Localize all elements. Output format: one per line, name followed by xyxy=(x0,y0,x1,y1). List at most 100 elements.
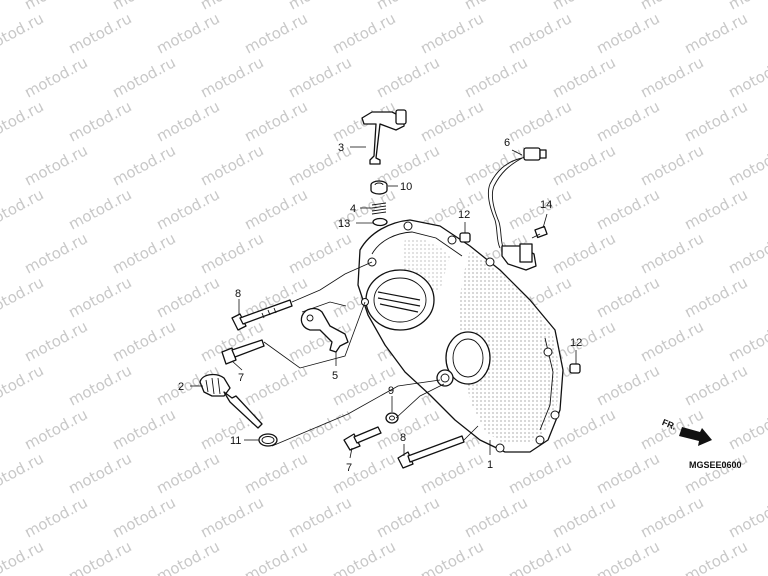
flange-bolt-icon xyxy=(343,426,382,451)
watermark-text: motod.ru xyxy=(109,53,178,101)
watermark-text: motod.ru xyxy=(329,537,398,576)
watermark-text: motod.ru xyxy=(109,141,178,189)
shift-arm-icon xyxy=(361,109,407,165)
watermark-text: motod.ru xyxy=(725,229,768,277)
callout-4: 4 xyxy=(350,203,356,215)
watermark-text: motod.ru xyxy=(681,537,750,576)
watermark-text: motod.ru xyxy=(417,97,486,145)
watermark-text: motod.ru xyxy=(0,0,3,14)
watermark-text: motod.ru xyxy=(241,185,310,233)
crankcase-cover-icon xyxy=(357,219,564,453)
watermark-text: motod.ru xyxy=(593,449,662,497)
watermark-text: motod.ru xyxy=(593,185,662,233)
watermark-text: motod.ru xyxy=(65,449,134,497)
watermark-text: motod.ru xyxy=(0,493,3,541)
watermark-text: motod.ru xyxy=(65,9,134,57)
callout-12a: 12 xyxy=(458,209,470,221)
watermark-text: motod.ru xyxy=(0,9,47,57)
callout-12b: 12 xyxy=(570,337,582,349)
watermark-text: motod.ru xyxy=(241,9,310,57)
watermark-text: motod.ru xyxy=(21,53,90,101)
flange-bolt-icon xyxy=(231,299,293,331)
watermark-text: motod.ru xyxy=(197,0,266,14)
sensor-icon xyxy=(487,147,547,271)
arrow-right-icon xyxy=(679,427,712,446)
watermark-text: motod.ru xyxy=(637,0,706,14)
watermark-text: motod.ru xyxy=(505,449,574,497)
watermark-text: motod.ru xyxy=(197,53,266,101)
watermark-text: motod.ru xyxy=(0,229,3,277)
watermark-text: motod.ru xyxy=(0,185,47,233)
watermark-text: motod.ru xyxy=(109,405,178,453)
watermark-text: motod.ru xyxy=(329,9,398,57)
watermark-text: motod.ru xyxy=(417,9,486,57)
watermark-text: motod.ru xyxy=(285,493,354,541)
watermark-text: motod.ru xyxy=(549,0,618,14)
callout-5: 5 xyxy=(332,370,338,382)
watermark-text: motod.ru xyxy=(725,0,768,14)
spring-icon xyxy=(371,202,387,215)
watermark-text: motod.ru xyxy=(725,53,768,101)
watermark-text: motod.ru xyxy=(0,141,3,189)
callout-9: 9 xyxy=(388,385,394,397)
watermark-text: motod.ru xyxy=(153,273,222,321)
watermark-text: motod.ru xyxy=(197,493,266,541)
watermark-text: motod.ru xyxy=(109,229,178,277)
watermark-text: motod.ru xyxy=(153,97,222,145)
watermark-text: motod.ru xyxy=(461,0,530,14)
callout-11: 11 xyxy=(230,435,241,447)
watermark-text: motod.ru xyxy=(0,97,47,145)
watermark-text: motod.ru xyxy=(0,361,47,409)
watermark-text: motod.ru xyxy=(109,317,178,365)
callout-2: 2 xyxy=(178,381,184,393)
watermark-text: motod.ru xyxy=(241,537,310,576)
watermark-text: motod.ru xyxy=(725,317,768,365)
watermark-text: motod.ru xyxy=(21,0,90,14)
watermark-text: motod.ru xyxy=(285,229,354,277)
watermark-text: motod.ru xyxy=(461,493,530,541)
watermark-text: motod.ru xyxy=(65,97,134,145)
watermark-text: motod.ru xyxy=(593,97,662,145)
watermark-text: motod.ru xyxy=(153,537,222,576)
washer-icon xyxy=(385,412,399,424)
bolt-icon xyxy=(531,225,548,239)
watermark-text: motod.ru xyxy=(373,493,442,541)
watermark-text: motod.ru xyxy=(0,449,47,497)
watermark-text: motod.ru xyxy=(153,185,222,233)
watermark-text: motod.ru xyxy=(65,185,134,233)
watermark-text: motod.ru xyxy=(593,537,662,576)
watermark-text: motod.ru xyxy=(21,493,90,541)
watermark-text: motod.ru xyxy=(65,273,134,321)
watermark-text: motod.ru xyxy=(0,317,3,365)
watermark-text: motod.ru xyxy=(637,53,706,101)
callout-10: 10 xyxy=(400,181,412,193)
watermark-text: motod.ru xyxy=(637,493,706,541)
watermark-text: motod.ru xyxy=(241,361,310,409)
watermark-text: motod.ru xyxy=(637,141,706,189)
callout-3: 3 xyxy=(338,142,344,154)
watermark-text: motod.ru xyxy=(725,141,768,189)
watermark-text: motod.ru xyxy=(21,229,90,277)
watermark-text: motod.ru xyxy=(373,0,442,14)
watermark-text: motod.ru xyxy=(549,229,618,277)
watermark-text: motod.ru xyxy=(153,449,222,497)
watermark-text: motod.ru xyxy=(681,273,750,321)
watermark-text: motod.ru xyxy=(593,361,662,409)
watermark-text: motod.ru xyxy=(153,9,222,57)
watermark-text: motod.ru xyxy=(197,141,266,189)
watermark-text: motod.ru xyxy=(681,9,750,57)
watermark-text: motod.ru xyxy=(241,449,310,497)
watermark-text: motod.ru xyxy=(197,229,266,277)
watermark-text: motod.ru xyxy=(329,449,398,497)
watermark-text: motod.ru xyxy=(109,493,178,541)
watermark-text: motod.ru xyxy=(0,273,47,321)
watermark-text: motod.ru xyxy=(593,9,662,57)
watermark-text: motod.ru xyxy=(461,53,530,101)
callout-7a: 7 xyxy=(238,372,244,384)
oil-filler-cap-icon xyxy=(199,373,263,429)
watermark-text: motod.ru xyxy=(505,97,574,145)
callout-13: 13 xyxy=(338,218,350,230)
watermark-text: motod.ru xyxy=(725,405,768,453)
leader-lines xyxy=(190,146,577,459)
